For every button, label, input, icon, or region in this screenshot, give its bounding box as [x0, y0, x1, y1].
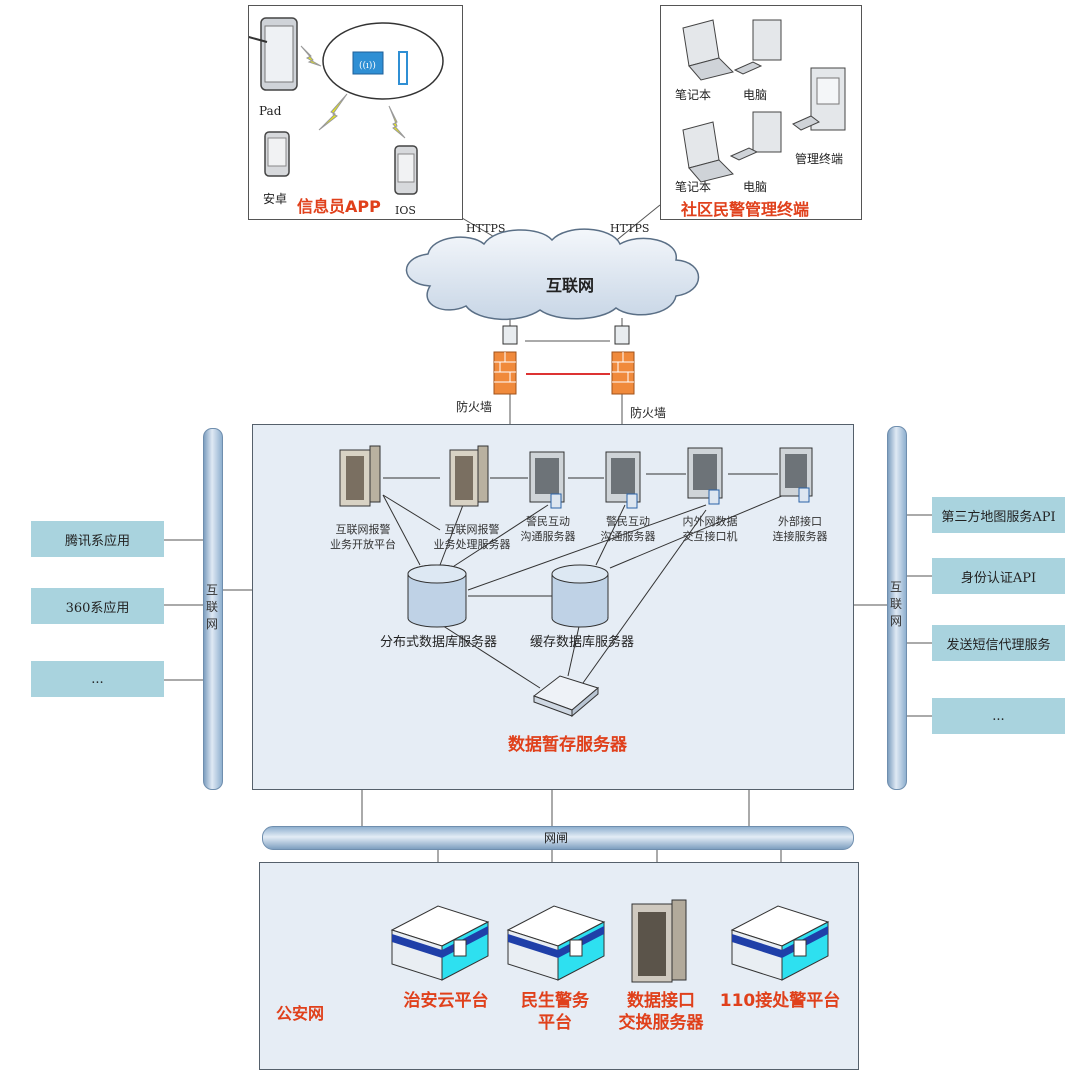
- platform-1-label: 治安云平台: [386, 990, 506, 1012]
- ios-label: IOS: [395, 204, 416, 217]
- gateway-pipe: [262, 826, 854, 850]
- police-terminal-panel: 笔记本 电脑 笔记本 电脑 管理终端 社区民警管理终端: [660, 5, 862, 220]
- firewall-right-label: 防火墙: [630, 406, 667, 420]
- platform-1-line1: 治安云平台: [403, 991, 489, 1011]
- server-label-6: 外部接口 连接服务器: [762, 514, 838, 544]
- informant-app-panel: ((ı)) Pad 安卓 IOS 信息员APP: [248, 5, 463, 220]
- right-pipe-char-2: 联: [889, 597, 902, 611]
- left-app-tencent: 腾讯系应用: [31, 521, 164, 557]
- police-network-label: 公安网: [276, 1004, 325, 1023]
- server-4-line2: 沟通服务器: [600, 530, 656, 543]
- https-left-label: HTTPS: [466, 222, 506, 235]
- server-label-5: 内外网数据 交互接口机: [672, 514, 748, 544]
- left-pipe-char-1: 互: [205, 583, 218, 597]
- platform-2-label: 民生警务 平台: [500, 990, 610, 1034]
- server-6-line1: 外部接口: [778, 515, 822, 528]
- left-pipe-char-2: 联: [205, 600, 218, 614]
- right-api-more: ...: [932, 698, 1065, 734]
- server-6-line2: 连接服务器: [772, 530, 828, 543]
- server-2-line2: 业务处理服务器: [433, 538, 511, 551]
- platform-3-line1: 数据接口: [627, 991, 695, 1011]
- platform-4-label: 110接处警平台: [712, 990, 848, 1012]
- server-label-3: 警民互动 沟通服务器: [510, 514, 586, 544]
- server-5-line1: 内外网数据: [682, 515, 738, 528]
- right-api-map: 第三方地图服务API: [932, 497, 1065, 533]
- right-pipe-char-3: 网: [889, 614, 902, 628]
- server-label-4: 警民互动 沟通服务器: [590, 514, 666, 544]
- left-pipe-char-3: 网: [205, 617, 218, 631]
- firewall-left-label: 防火墙: [456, 400, 493, 414]
- https-right-label: HTTPS: [610, 222, 650, 235]
- server-4-line1: 警民互动: [606, 515, 650, 528]
- laptop-1-label: 笔记本: [675, 88, 712, 102]
- server-5-line2: 交互接口机: [682, 530, 738, 543]
- informant-app-title: 信息员APP: [297, 197, 381, 216]
- staging-server-label: 数据暂存服务器: [508, 735, 627, 755]
- server-3-line1: 警民互动: [526, 515, 570, 528]
- gateway-label: 网闸: [544, 831, 569, 845]
- right-internet-pipe: [887, 426, 907, 790]
- pc-1-label: 电脑: [743, 88, 768, 102]
- server-1-line1: 互联网报警: [335, 523, 391, 536]
- platform-3-label: 数据接口 交换服务器: [606, 990, 716, 1034]
- pc-2-label: 电脑: [743, 180, 768, 194]
- left-app-more: ...: [31, 661, 164, 697]
- distributed-db-label: 分布式数据库服务器: [380, 635, 498, 650]
- internet-cloud-label: 互联网: [546, 276, 595, 295]
- platform-2-line1: 民生警务: [521, 991, 589, 1011]
- mobile-devices-graphic: ((ı)): [249, 17, 444, 195]
- pad-label: Pad: [259, 104, 282, 118]
- server-label-2: 互联网报警 业务处理服务器: [424, 522, 520, 552]
- left-internet-pipe: [203, 428, 223, 790]
- terminal-devices-graphic: [682, 19, 846, 183]
- police-terminal-title: 社区民警管理终端: [681, 200, 810, 219]
- android-label: 安卓: [263, 192, 288, 206]
- platform-3-line2: 交换服务器: [618, 1013, 704, 1033]
- police-network-panel: [259, 862, 859, 1070]
- laptop-2-label: 笔记本: [675, 180, 712, 194]
- server-1-line2: 业务开放平台: [330, 538, 396, 551]
- management-terminal-label: 管理终端: [795, 152, 844, 166]
- right-api-sms: 发送短信代理服务: [932, 625, 1065, 661]
- svg-text:((ı)): ((ı)): [359, 60, 376, 71]
- right-api-identity: 身份认证API: [932, 558, 1065, 594]
- server-2-line1: 互联网报警: [444, 523, 500, 536]
- platform-4-line1: 110接处警平台: [719, 991, 841, 1011]
- right-pipe-char-1: 互: [889, 580, 902, 594]
- cache-db-label: 缓存数据库服务器: [530, 635, 635, 650]
- left-app-360: 360系应用: [31, 588, 164, 624]
- server-label-1: 互联网报警 业务开放平台: [318, 522, 408, 552]
- platform-2-line2: 平台: [538, 1013, 572, 1033]
- server-3-line2: 沟通服务器: [520, 530, 576, 543]
